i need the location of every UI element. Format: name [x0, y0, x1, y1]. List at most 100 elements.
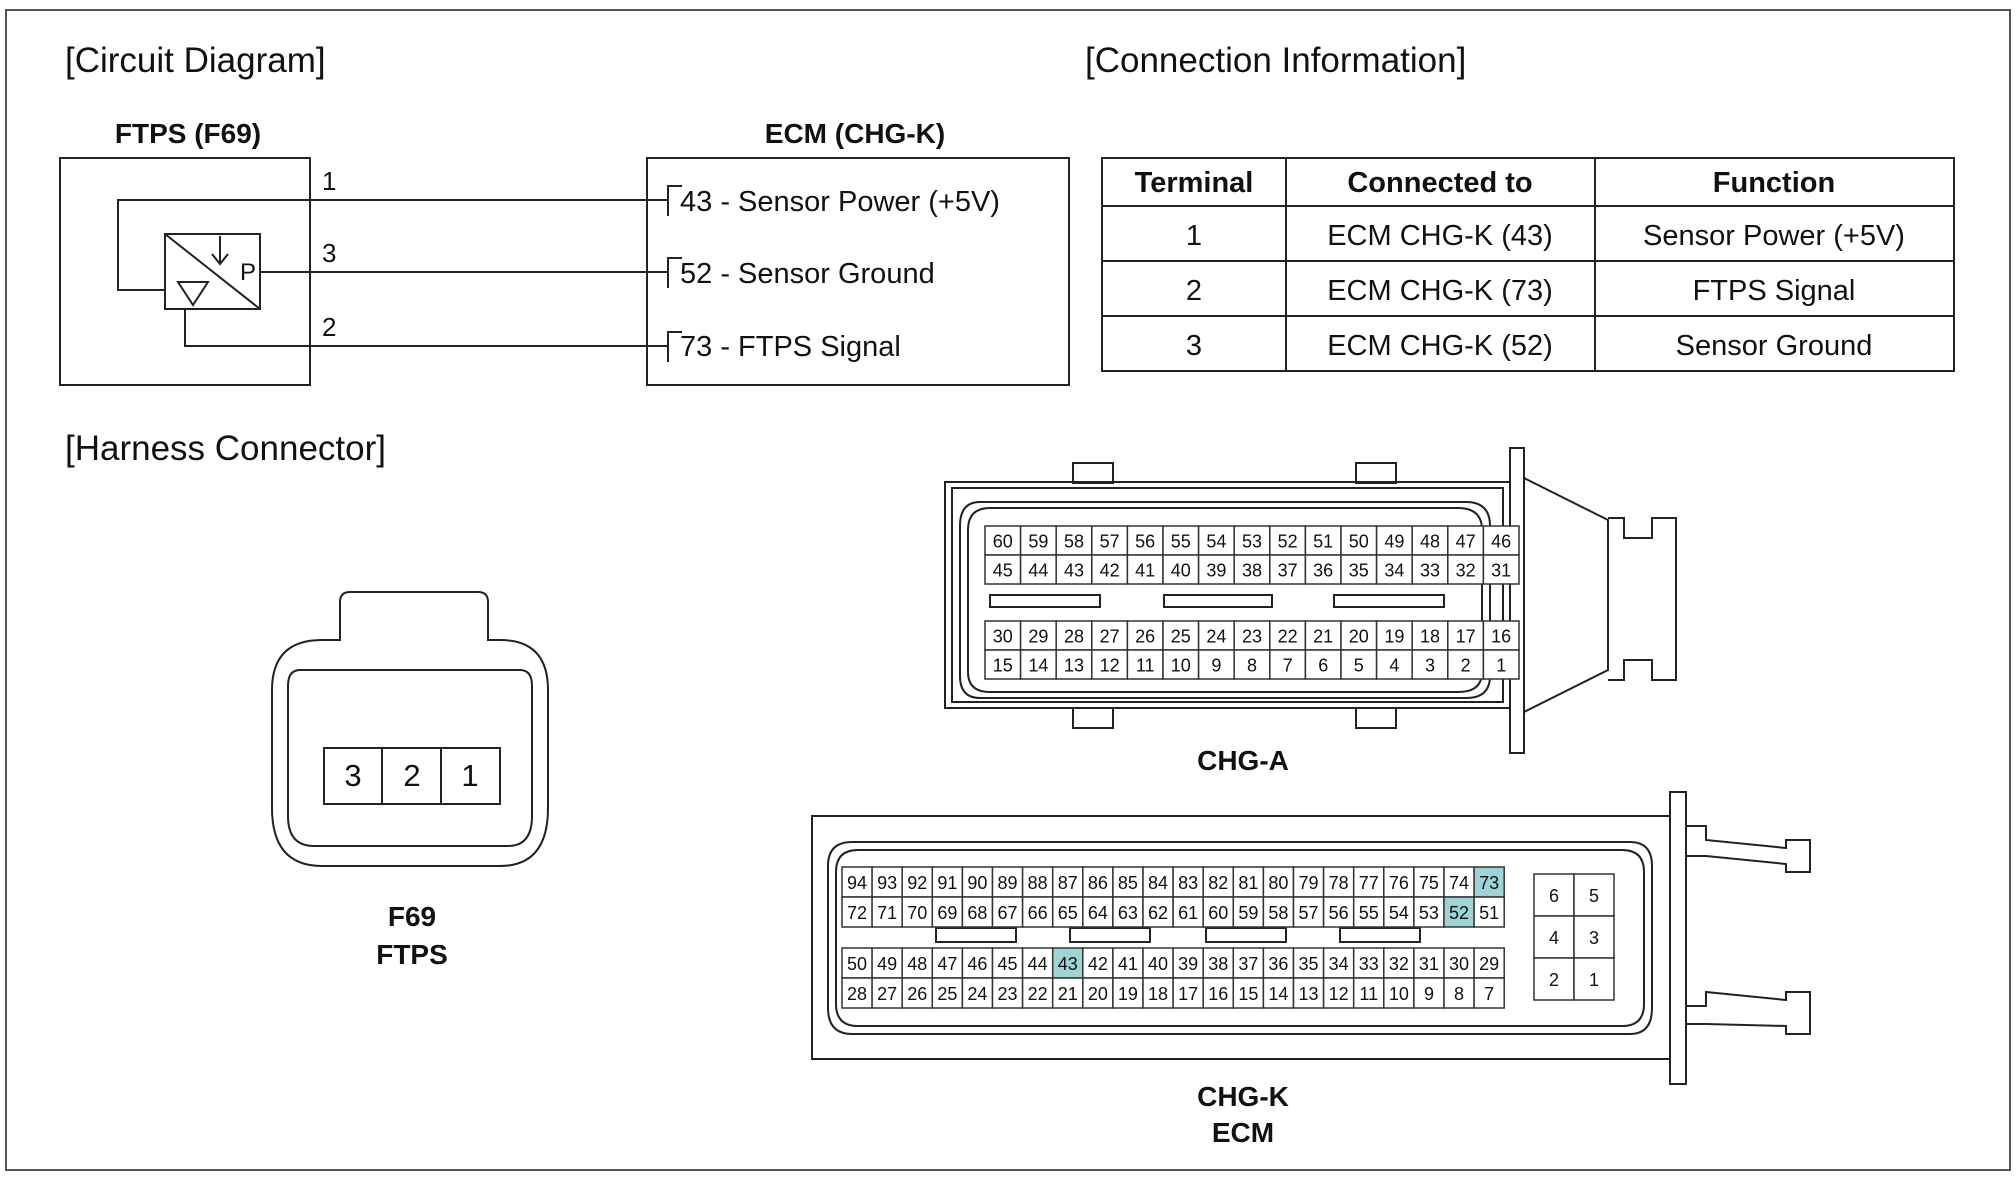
pin-number: 18 [1148, 984, 1168, 1004]
pin-cell [984, 649, 1022, 680]
connection-table [1101, 157, 1955, 372]
pin-cell [1443, 896, 1475, 928]
pin-number: 19 [1384, 627, 1404, 647]
pin-number: 65 [1058, 903, 1078, 923]
pin-cell [1411, 649, 1449, 680]
ecm-terminal-52: 52 - Sensor Ground [680, 258, 935, 290]
pin-cell [1292, 977, 1325, 1009]
pin-number: 17 [1178, 984, 1198, 1004]
chgk-connector-body [811, 791, 1811, 1085]
pin-number: 80 [1268, 873, 1288, 893]
table-cell: ECM CHG-K (52) [1327, 330, 1553, 362]
pin-cell [961, 977, 994, 1009]
pin-number: 50 [847, 954, 867, 974]
pin-number: 42 [1088, 954, 1108, 974]
pin-cell [1051, 977, 1084, 1009]
pin-number: 23 [1242, 627, 1262, 647]
pin-number: 33 [1359, 954, 1379, 974]
pin-cell [1473, 977, 1505, 1009]
pin-number: 39 [1206, 561, 1226, 581]
pin-number: 46 [1491, 532, 1511, 552]
pin-number: 76 [1389, 873, 1409, 893]
pin-cell [1019, 525, 1057, 556]
pin-number: 22 [1028, 984, 1048, 1004]
pin-number: 40 [1148, 954, 1168, 974]
pin-number: 25 [1171, 627, 1191, 647]
pin-number: 62 [1148, 903, 1168, 923]
pin-cell [1091, 649, 1129, 680]
pin-number: 66 [1028, 903, 1048, 923]
pin-number: 68 [967, 903, 987, 923]
pin-number: 17 [1456, 627, 1476, 647]
pin-number: 27 [877, 984, 897, 1004]
pin-cell [1055, 620, 1093, 651]
pin-cell [984, 554, 1022, 585]
pin-number: 85 [1118, 873, 1138, 893]
pin-number: 77 [1359, 873, 1379, 893]
pin-number: 60 [993, 532, 1013, 552]
pin-cell [1055, 554, 1093, 585]
pin-number: 55 [1359, 903, 1379, 923]
pin-number: 88 [1028, 873, 1048, 893]
pin-number: 3 [1425, 656, 1435, 676]
pin-cell [1197, 525, 1235, 556]
pin-cell [1051, 947, 1084, 979]
pin-cell [1021, 977, 1054, 1009]
pin-number: 32 [1389, 954, 1409, 974]
pin-number: 75 [1419, 873, 1439, 893]
pin-cell [1126, 525, 1164, 556]
pin-cell [1262, 977, 1295, 1009]
pin-number: 54 [1389, 903, 1409, 923]
pin-number: 4 [1389, 656, 1399, 676]
table-cell: ECM CHG-K (43) [1327, 220, 1553, 252]
pin-cell [1482, 525, 1520, 556]
pin-number: 59 [1028, 532, 1048, 552]
pin-number: 7 [1283, 656, 1293, 676]
pin-number: 21 [1313, 627, 1333, 647]
pin-number: 14 [1028, 656, 1048, 676]
pin-cell [991, 866, 1024, 898]
pin-cell [1126, 620, 1164, 651]
pin-cell [1375, 554, 1413, 585]
pin-number: 79 [1299, 873, 1319, 893]
table-header-connected-to: Connected to [1347, 167, 1532, 199]
pin-cell [1233, 525, 1271, 556]
pin-cell [1322, 977, 1355, 1009]
pin-number: 7 [1484, 984, 1494, 1004]
ecm-terminal-73: 73 - FTPS Signal [680, 331, 901, 363]
pin-number: 90 [967, 873, 987, 893]
pin-cell [1443, 947, 1475, 979]
circuit-diagram-title: [Circuit Diagram] [65, 41, 326, 80]
pin-number: 67 [998, 903, 1018, 923]
pin-cell [1413, 896, 1445, 928]
pin-number: 64 [1088, 903, 1108, 923]
pin-number: 74 [1449, 873, 1469, 893]
pin-number: 12 [1329, 984, 1349, 1004]
pin-number: 36 [1268, 954, 1288, 974]
pin-cell [1262, 947, 1295, 979]
pin-cell [1383, 977, 1415, 1009]
outer-frame [5, 9, 2011, 1171]
pin-number: 31 [1491, 561, 1511, 581]
pin-cell [961, 896, 994, 928]
pin-cell [1142, 896, 1174, 928]
pin-cell [931, 896, 964, 928]
pin-number: 43 [1064, 561, 1084, 581]
pin-cell [991, 896, 1024, 928]
pin-number: 34 [1329, 954, 1349, 974]
pin-number: 63 [1118, 903, 1138, 923]
pin-number: 92 [907, 873, 927, 893]
pin-number: 9 [1424, 984, 1434, 1004]
pin-cell [1573, 873, 1615, 917]
pin-number: 19 [1118, 984, 1138, 1004]
sensor-glyph: P [240, 259, 256, 286]
pressure-sensor-symbol: P [164, 233, 261, 310]
ftps-label: FTPS [376, 939, 448, 970]
pin-cell [1269, 554, 1307, 585]
pin-number: 47 [937, 954, 957, 974]
pin-number: 81 [1238, 873, 1258, 893]
connection-info-title: [Connection Information] [1085, 41, 1466, 80]
pin-number: 58 [1268, 903, 1288, 923]
pin-number: 18 [1420, 627, 1440, 647]
